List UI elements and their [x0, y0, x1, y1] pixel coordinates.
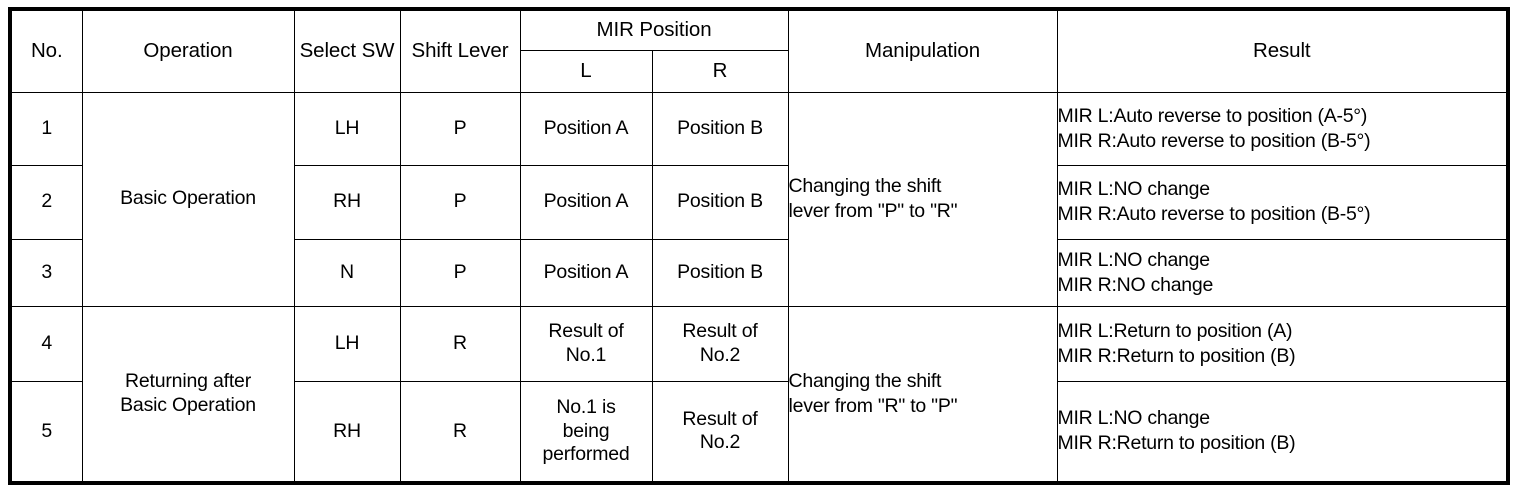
- spec-table-container: No. Operation Select SW Shift Lever MIR …: [8, 7, 1511, 485]
- operation-line1: Returning after: [125, 370, 251, 393]
- column-header-manipulation: Manipulation: [787, 8, 1058, 93]
- result-line1: MIR L:Return to position (A): [1057, 319, 1293, 342]
- cell-mir-l: Result of No.1: [519, 305, 653, 382]
- table-row: 4 Returning after Basic Operation LH R R…: [9, 305, 1509, 484]
- cell-mir-r: Position B: [651, 164, 789, 240]
- column-header-select-sw-line1: Select: [299, 39, 356, 63]
- cell-shift-lever: P: [399, 238, 521, 307]
- table-row: 3 N P Position A Position B MIR L:NO cha…: [9, 238, 1509, 307]
- cell-operation-basic: Basic Operation: [81, 91, 295, 307]
- operation-line2: Basic Operation: [120, 393, 256, 416]
- cell-no: 3: [9, 238, 83, 307]
- table-row: 1 Basic Operation LH P Position A Positi…: [9, 91, 1509, 307]
- cell-select-sw: LH: [293, 305, 401, 382]
- cell-no: 5: [9, 380, 83, 484]
- cell-select-sw: RH: [293, 380, 401, 484]
- cell-mir-l: Position A: [519, 164, 653, 240]
- table-header: No. Operation Select SW Shift Lever MIR …: [9, 8, 1509, 93]
- mir-l-line2: No.1: [565, 343, 607, 366]
- mir-r-line1: Result of: [682, 320, 758, 343]
- mir-operation-spec-table: No. Operation Select SW Shift Lever MIR …: [8, 7, 1511, 485]
- result-line2: MIR R:NO change: [1057, 273, 1214, 296]
- column-header-select-sw-line2: SW: [361, 39, 395, 63]
- cell-mir-l: Position A: [519, 91, 653, 166]
- cell-shift-lever: P: [399, 91, 521, 166]
- cell-manipulation-basic: Changing the shift lever from "P" to "R": [787, 91, 1058, 307]
- cell-mir-r: Result of No.2: [651, 305, 789, 382]
- cell-mir-r: Position B: [651, 91, 789, 166]
- column-header-no: No.: [9, 8, 83, 93]
- cell-result: MIR L:NO change MIR R:Auto reverse to po…: [1056, 164, 1509, 240]
- header-row-sub: L R: [10, 49, 1508, 93]
- mir-r-line2: No.2: [699, 431, 741, 454]
- result-line1: MIR L:NO change: [1057, 178, 1211, 201]
- column-header-shift-lever-line2: Lever: [457, 39, 509, 63]
- result-line1: MIR L:NO change: [1057, 248, 1211, 271]
- result-line2: MIR R:Auto reverse to position (B-5°): [1057, 129, 1371, 152]
- cell-shift-lever: R: [399, 380, 521, 484]
- mir-l-line1: No.1 is: [556, 396, 616, 419]
- result-line2: MIR R:Return to position (B): [1057, 432, 1296, 455]
- cell-select-sw: LH: [293, 91, 401, 166]
- cell-result: MIR L:Return to position (A) MIR R:Retur…: [1056, 305, 1509, 382]
- table-body: 1 Basic Operation LH P Position A Positi…: [9, 91, 1509, 484]
- cell-no: 4: [9, 305, 83, 382]
- result-line1: MIR L:NO change: [1057, 407, 1211, 430]
- column-header-select-sw: Select SW: [293, 8, 401, 93]
- cell-no: 1: [9, 91, 83, 166]
- result-line1: MIR L:Auto reverse to position (A-5°): [1057, 104, 1368, 127]
- header-row-top: No. Operation Select SW Shift Lever MIR …: [9, 8, 1509, 93]
- cell-mir-l: Position A: [519, 238, 653, 307]
- mir-l-line3: performed: [542, 442, 630, 465]
- table-row: 2 RH P Position A Position B MIR L:NO ch…: [9, 164, 1509, 240]
- cell-mir-l: No.1 is being performed: [519, 380, 653, 484]
- result-line2: MIR R:Return to position (B): [1057, 344, 1296, 367]
- result-line2: MIR R:Auto reverse to position (B-5°): [1057, 203, 1371, 225]
- column-header-operation: Operation: [81, 8, 295, 93]
- manipulation-line2: lever from "R" to "P": [788, 394, 958, 417]
- column-header-result: Result: [1056, 8, 1509, 93]
- manipulation-line1: Changing the shift: [788, 175, 942, 198]
- column-header-mir-l: L: [519, 49, 653, 93]
- mir-l-line2: being: [562, 419, 610, 442]
- cell-result: MIR L:NO change MIR R:Return to position…: [1056, 380, 1509, 484]
- cell-shift-lever: P: [399, 164, 521, 240]
- column-header-mir-r: R: [651, 49, 789, 93]
- cell-operation-returning: Returning after Basic Operation: [81, 305, 295, 484]
- cell-select-sw: RH: [293, 164, 401, 240]
- mir-l-line1: Result of: [548, 320, 624, 343]
- cell-mir-r: Result of No.2: [651, 380, 789, 484]
- column-header-shift-lever: Shift Lever: [399, 8, 521, 93]
- column-header-mir-position: MIR Position: [519, 8, 789, 51]
- table-row: 5 RH R No.1 is being performed Result of…: [9, 380, 1509, 484]
- manipulation-line1: Changing the shift: [788, 369, 942, 392]
- cell-shift-lever: R: [399, 305, 521, 382]
- cell-result: MIR L:Auto reverse to position (A-5°) MI…: [1056, 91, 1509, 166]
- cell-select-sw: N: [293, 238, 401, 307]
- manipulation-line2: lever from "P" to "R": [788, 200, 958, 222]
- mir-r-line1: Result of: [682, 407, 758, 430]
- cell-no: 2: [9, 164, 83, 240]
- column-header-shift-lever-line1: Shift: [411, 39, 453, 63]
- cell-manipulation-returning: Changing the shift lever from "R" to "P": [787, 305, 1058, 484]
- cell-mir-r: Position B: [651, 238, 789, 307]
- mir-r-line2: No.2: [699, 343, 741, 366]
- cell-result: MIR L:NO change MIR R:NO change: [1056, 238, 1509, 307]
